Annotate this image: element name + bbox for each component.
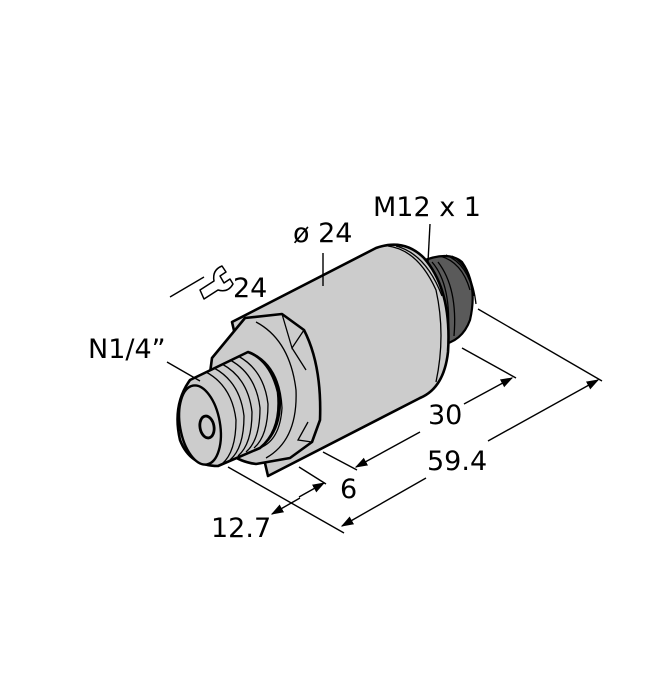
dim-59-lower	[340, 477, 427, 527]
ext-line-hex-front	[322, 451, 358, 471]
dim-30-label: 30	[428, 400, 462, 431]
m12-label: M12 x 1	[373, 192, 481, 223]
ext-line-connector	[477, 308, 603, 382]
m12-leader	[427, 223, 431, 263]
dim-6-label: 6	[340, 474, 357, 505]
thread-label: N1/4”	[88, 334, 166, 365]
dim-6-arrow	[298, 482, 326, 498]
dim-59-upper	[487, 379, 600, 442]
diameter-label: ø 24	[293, 218, 352, 249]
dim-30-lower	[354, 431, 421, 468]
thread-leader	[166, 361, 201, 382]
ext-line-body-rear	[461, 347, 517, 379]
wrench-size-label: 24	[233, 273, 267, 304]
ext-line-thread-face	[227, 466, 345, 534]
dim-12-arrow	[270, 497, 301, 515]
dim-12-label: 12.7	[211, 513, 271, 544]
wrench-icon	[169, 265, 234, 300]
dim-59-label: 59.4	[427, 446, 487, 477]
dim-30-upper	[463, 377, 514, 405]
ext-line-hex-rear	[298, 466, 327, 485]
process-fitting	[176, 350, 282, 468]
